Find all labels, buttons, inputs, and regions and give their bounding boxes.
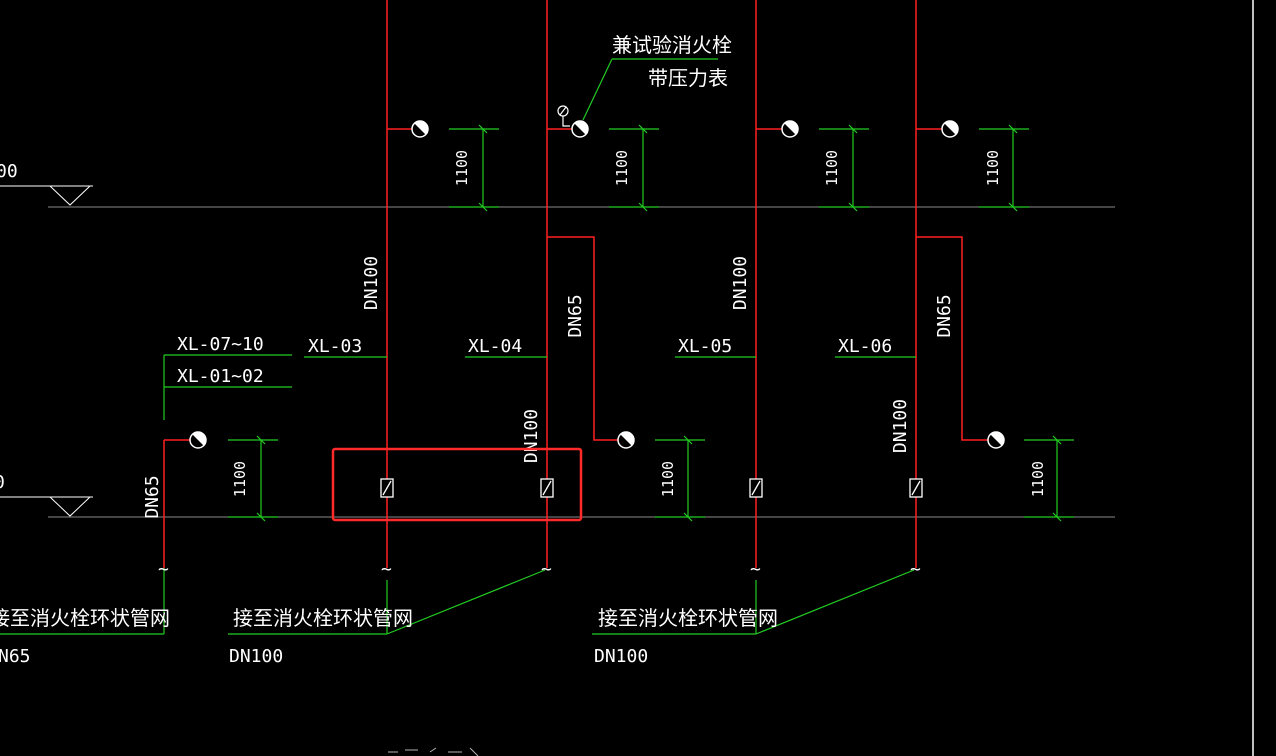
- riser-tag-xl-07-10: XL-07~10: [177, 334, 264, 355]
- break-symbol: ~: [910, 559, 921, 580]
- test-hydrant-leader: [582, 58, 718, 121]
- break-symbol: ~: [158, 559, 169, 580]
- riser-tag-xl-03: XL-03: [308, 336, 362, 357]
- pressure-gauge-icon: [557, 105, 570, 127]
- dim-1100: 1100: [453, 150, 471, 186]
- connection-label-right: 接至消火栓环状管网: [598, 606, 778, 630]
- cutoff-text-bottom: [388, 747, 479, 756]
- pipe-size-dn65: DN65: [142, 475, 163, 518]
- dim-1100: 1100: [231, 461, 249, 497]
- connection-label-left: 接至消火栓环状管网: [0, 606, 170, 630]
- valve-icon: [909, 478, 923, 498]
- riser-tag-xl-01-02: XL-01~02: [177, 366, 264, 387]
- valve-icon: [749, 478, 763, 498]
- hydrant-icon: [411, 120, 429, 138]
- dim-1100: 1100: [1029, 461, 1047, 497]
- valve-symbols: [380, 478, 923, 498]
- connection-size-middle: DN100: [229, 646, 283, 667]
- hydrant-icon: [189, 431, 207, 449]
- elevation-label-lower: 0: [0, 472, 5, 493]
- pipe-size-dn65: DN65: [565, 294, 586, 337]
- pipe-size-dn65: DN65: [934, 294, 955, 337]
- branch-dn65-xl-06: [916, 236, 988, 441]
- pipe-size-dn100: DN100: [730, 256, 751, 310]
- pipe-size-dn100: DN100: [890, 399, 911, 453]
- break-symbol: ~: [381, 559, 392, 580]
- valve-icon: [540, 478, 554, 498]
- branch-dn65-xl-04: [547, 236, 618, 441]
- pipe-size-dn100: DN100: [521, 409, 542, 463]
- connection-label-middle: 接至消火栓环状管网: [233, 606, 413, 630]
- riser-tag-xl-04: XL-04: [468, 336, 522, 357]
- elevation-label-upper: 00: [0, 161, 18, 182]
- riser-tag-xl-06: XL-06: [838, 336, 892, 357]
- elevation-marker-lower: [0, 496, 93, 517]
- connection-size-left: N65: [0, 646, 31, 667]
- test-hydrant-label: 兼试验消火栓: [612, 33, 732, 57]
- pressure-gauge-label: 带压力表: [648, 66, 728, 90]
- riser-pipes: [163, 0, 988, 568]
- dim-1100: 1100: [984, 150, 1002, 186]
- elevation-marker-upper: [0, 185, 93, 206]
- dimension-lines: [228, 124, 1074, 522]
- riser-tag-leaders: [0, 354, 916, 635]
- hydrant-icon: [781, 120, 799, 138]
- hydrant-symbols: [189, 120, 1005, 449]
- connection-leaders: [228, 569, 915, 635]
- break-symbol: ~: [750, 559, 761, 580]
- highlight-box: [331, 447, 583, 522]
- hydrant-icon: [987, 431, 1005, 449]
- hydrant-icon: [941, 120, 959, 138]
- dim-1100: 1100: [613, 150, 631, 186]
- pipe-size-dn100: DN100: [361, 256, 382, 310]
- dim-1100: 1100: [823, 150, 841, 186]
- break-symbol: ~: [541, 559, 552, 580]
- valve-icon: [380, 478, 394, 498]
- connection-size-right: DN100: [594, 646, 648, 667]
- hydrant-icon: [571, 120, 589, 138]
- riser-tag-xl-05: XL-05: [678, 336, 732, 357]
- hydrant-icon: [617, 431, 635, 449]
- dim-1100: 1100: [659, 461, 677, 497]
